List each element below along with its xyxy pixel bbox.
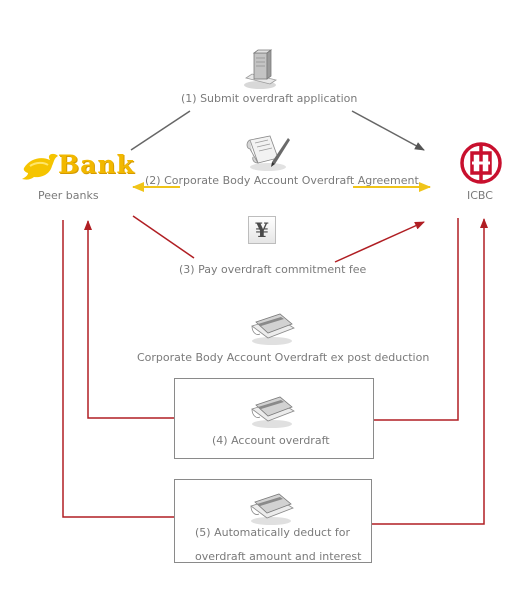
arrow-step4 — [88, 218, 459, 421]
contract-pen-icon — [246, 135, 290, 171]
step3-label: (3) Pay overdraft commitment fee — [179, 263, 367, 276]
arrow-step3-left — [132, 215, 195, 259]
arrow-step5 — [62, 219, 484, 525]
arrow-step1-right — [351, 110, 425, 151]
auto-deduct-box: (5) Automatically deduct for overdraft a… — [174, 479, 372, 563]
bank-card-icon — [250, 493, 294, 525]
section-title: Corporate Body Account Overdraft ex post… — [137, 351, 430, 364]
peer-banks-logo: Bank — [20, 150, 134, 184]
yen-icon: ¥ — [248, 216, 276, 244]
step1-label: (1) Submit overdraft application — [181, 92, 358, 105]
icbc-label: ICBC — [467, 189, 493, 202]
arrow-step3-right — [334, 221, 425, 263]
bank-bird-icon — [22, 153, 58, 180]
step2-label: (2) Corporate Body Account Overdraft Agr… — [145, 174, 419, 187]
bank-card-icon — [251, 313, 295, 345]
step4-label: (4) Account overdraft — [212, 434, 330, 447]
bank-logo-text: Bank — [58, 150, 135, 179]
icbc-logo-icon — [460, 142, 502, 184]
arrow-step1-left — [130, 110, 191, 151]
peer-banks-label: Peer banks — [38, 189, 99, 202]
step5-label-line1: (5) Automatically deduct for — [195, 526, 351, 539]
document-stack-icon — [244, 49, 277, 89]
account-overdraft-box: (4) Account overdraft — [174, 378, 374, 459]
bank-card-icon — [251, 396, 295, 428]
step5-label-line2: overdraft amount and interest — [195, 550, 362, 563]
